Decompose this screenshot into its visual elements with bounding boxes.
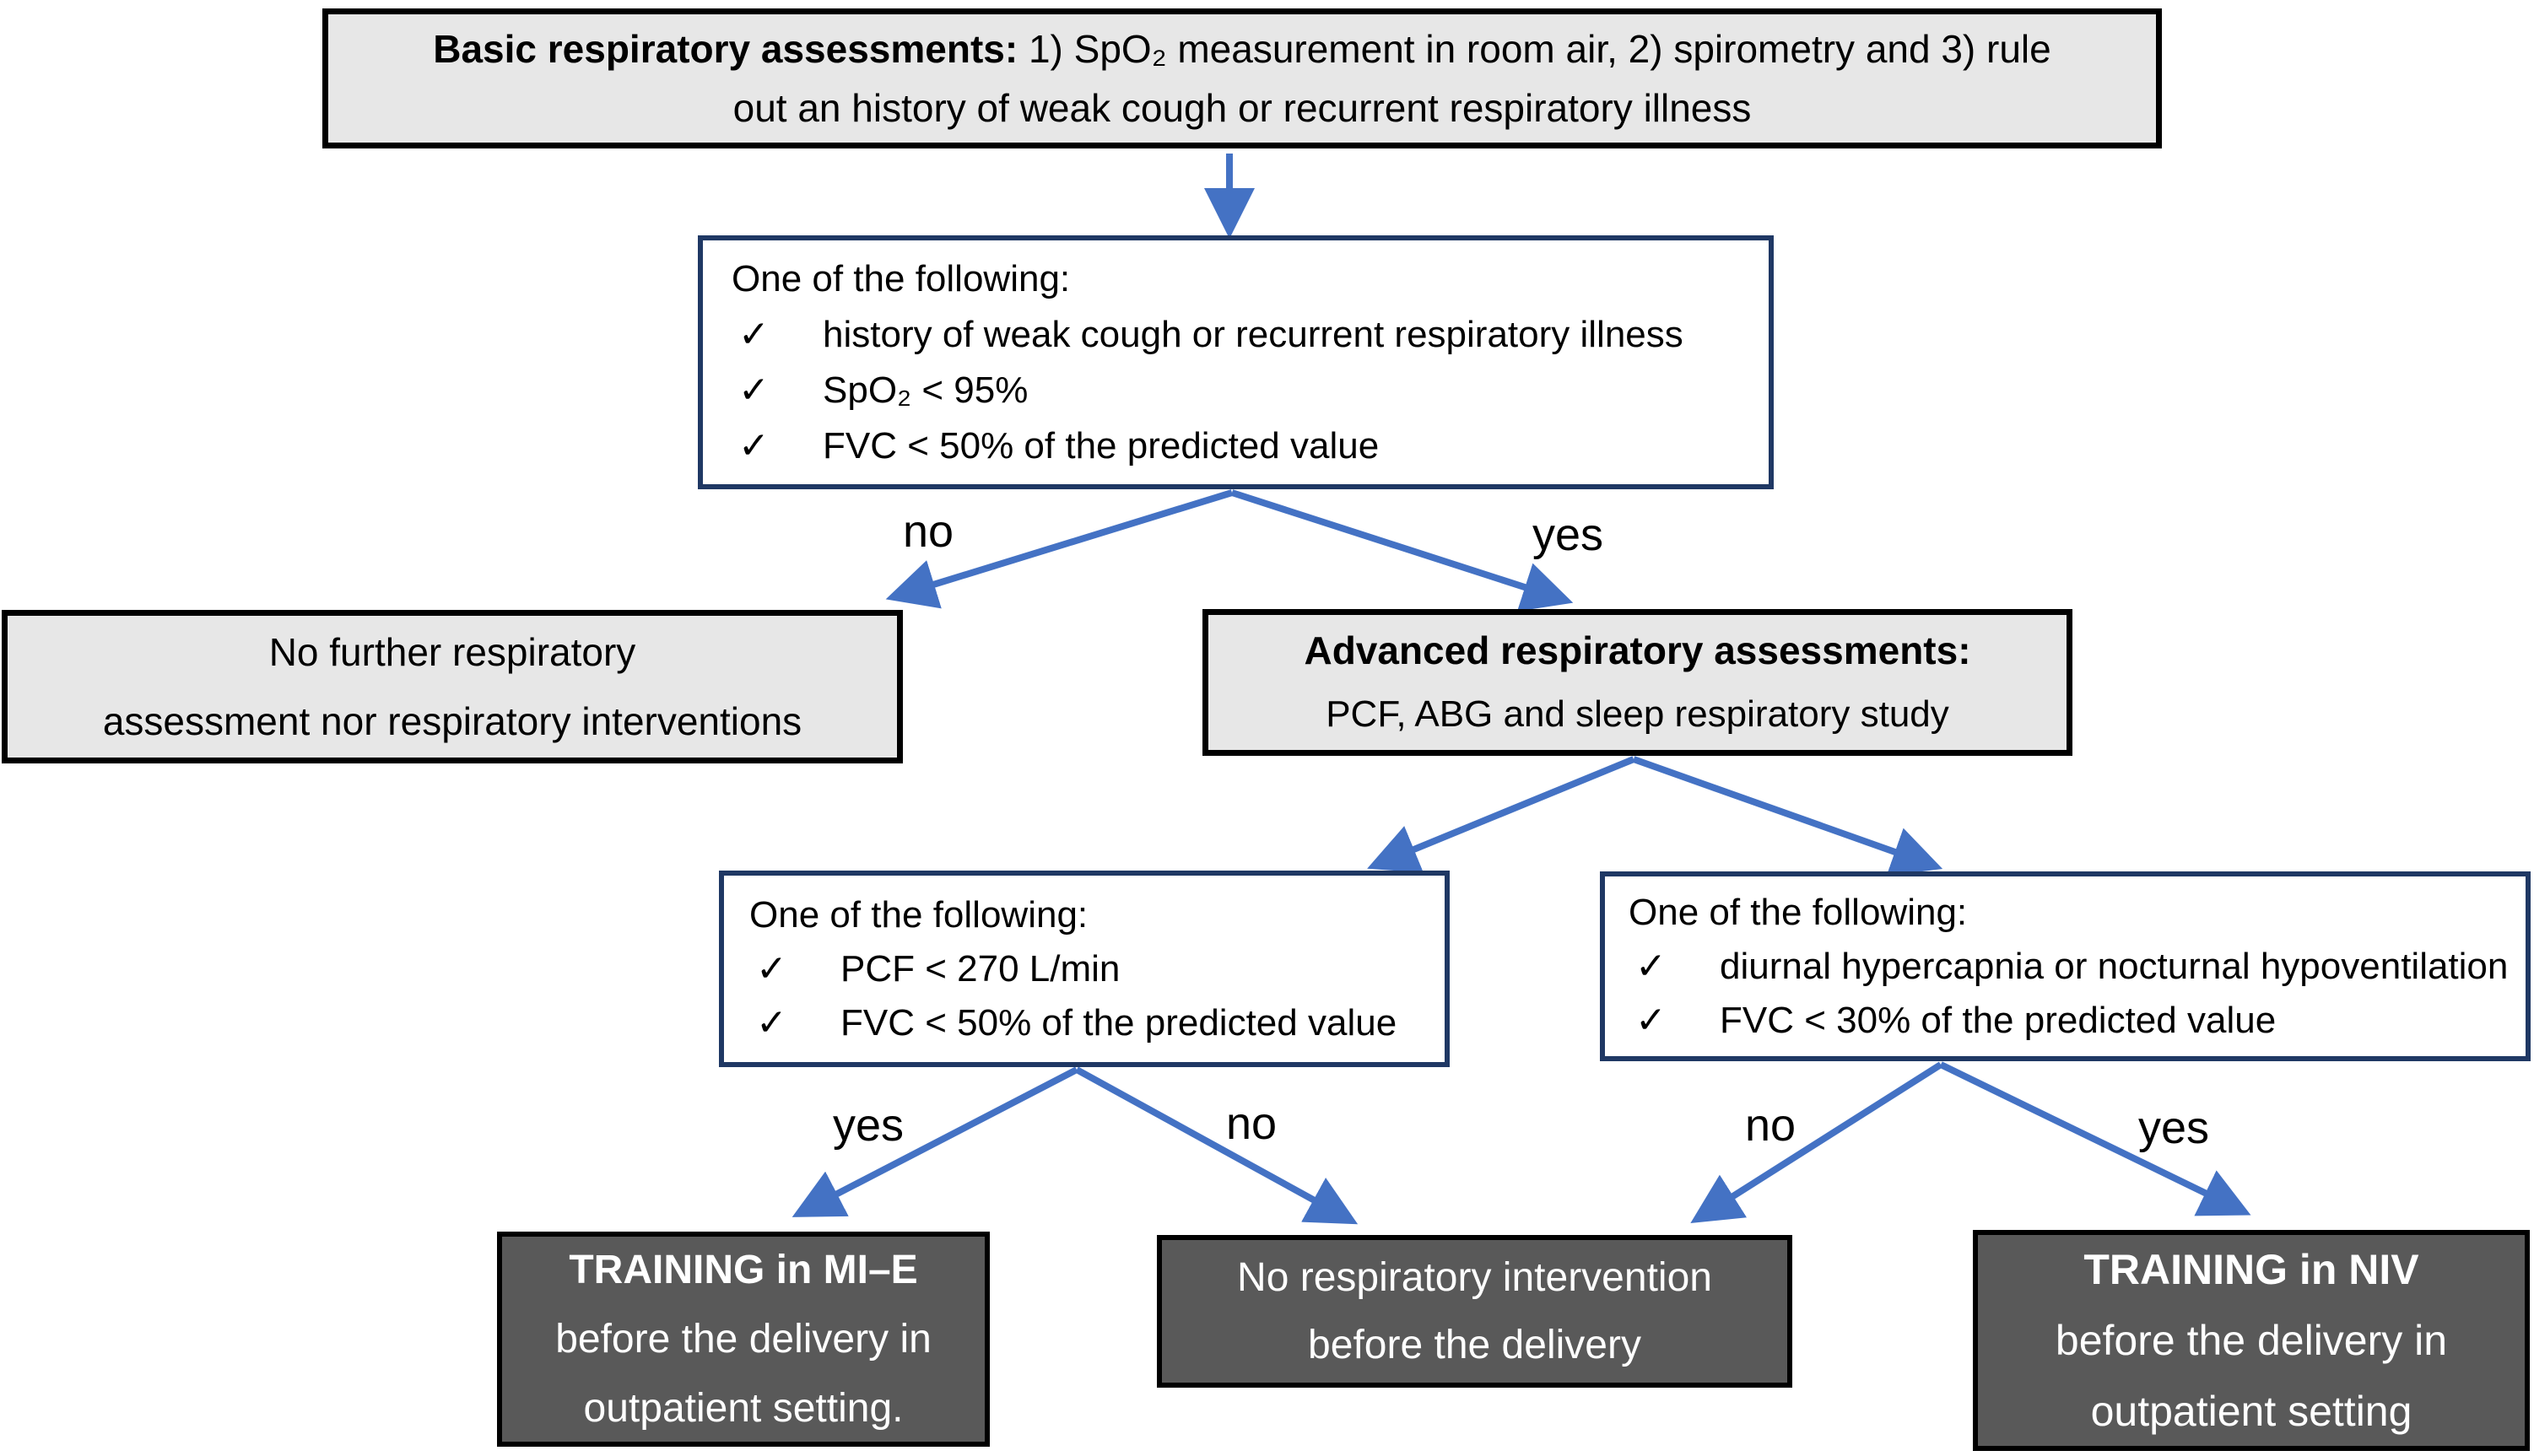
criteria-item: diurnal hypercapnia or nocturnal hypoven… <box>1720 945 2509 987</box>
criteria-intro: One of the following: <box>732 257 1071 299</box>
arrow-advanced-to-mie-criteria <box>1367 756 1635 873</box>
criteria-item: PCF < 270 L/min <box>840 947 1121 990</box>
arrow-mie-criteria-no <box>1075 1066 1359 1225</box>
branch3-no-label: no <box>1744 1100 1796 1151</box>
outcome-none-line2: before the delivery <box>1308 1322 1641 1367</box>
outcome-niv-line1: TRAINING in NIV <box>2083 1246 2419 1293</box>
outcome-niv-line2: before the delivery in <box>2055 1317 2448 1364</box>
outcome-training-niv-box: TRAINING in NIV before the delivery in o… <box>1973 1230 2530 1451</box>
criteria-intro: One of the following: <box>1629 891 1968 933</box>
arrow-advanced-to-niv-criteria <box>1632 756 1943 876</box>
criteria-item: history of weak cough or recurrent respi… <box>823 313 1683 355</box>
branch2-yes-label: yes <box>832 1100 905 1151</box>
checkmark-icon: ✓ <box>756 947 787 990</box>
criteria-row: ✓ PCF < 270 L/min <box>749 942 1445 996</box>
no-further-line1: No further respiratory <box>268 630 636 674</box>
criteria-item: SpO₂ < 95% <box>823 369 1029 411</box>
advanced-assessments-subtitle: PCF, ABG and sleep respiratory study <box>1326 693 1949 735</box>
criteria-intro: One of the following: <box>749 893 1089 936</box>
basic-assessments-line2: out an history of weak cough or recurren… <box>732 86 1752 130</box>
criteria-row: ✓ SpO₂ < 95% <box>732 363 1769 418</box>
screening-criteria-box: One of the following: ✓ history of weak … <box>698 235 1774 489</box>
outcome-none-line1: No respiratory intervention <box>1237 1254 1712 1300</box>
criteria-row: ✓ FVC < 30% of the predicted value <box>1629 994 2526 1048</box>
criteria-row: ✓ history of weak cough or recurrent res… <box>732 307 1769 363</box>
arrow-niv-criteria-yes <box>1939 1061 2251 1216</box>
outcome-mie-line3: outpatient setting. <box>583 1385 904 1431</box>
checkmark-icon: ✓ <box>756 1001 787 1043</box>
checkmark-icon: ✓ <box>738 424 770 466</box>
branch1-yes-label: yes <box>1532 510 1604 560</box>
arrow-screening-no <box>885 489 1234 609</box>
outcome-mie-line1: TRAINING in MI–E <box>569 1247 918 1292</box>
basic-assessments-line1: Basic respiratory assessments: 1) SpO₂ m… <box>328 19 2156 78</box>
arrow-niv-criteria-no <box>1690 1061 1943 1224</box>
outcome-niv-line3: outpatient setting <box>2090 1388 2412 1435</box>
basic-assessments-heading: Basic respiratory assessments: <box>433 27 1018 71</box>
arrow-screening-yes <box>1230 489 1574 612</box>
branch1-no-label: no <box>902 506 954 557</box>
checkmark-icon: ✓ <box>738 369 770 411</box>
checkmark-icon: ✓ <box>738 313 770 355</box>
criteria-row: ✓ FVC < 50% of the predicted value <box>732 418 1769 474</box>
mie-criteria-box: One of the following: ✓ PCF < 270 L/min … <box>719 871 1450 1067</box>
advanced-assessments-heading: Advanced respiratory assessments: <box>1304 628 1971 672</box>
no-further-line2: assessment nor respiratory interventions <box>102 699 802 743</box>
criteria-item: FVC < 50% of the predicted value <box>840 1001 1397 1043</box>
outcome-mie-line2: before the delivery in <box>555 1316 932 1362</box>
arrow-mie-criteria-yes <box>792 1066 1078 1217</box>
basic-assessments-text: 1) SpO₂ measurement in room air, 2) spir… <box>1018 27 2051 71</box>
outcome-training-mie-box: TRAINING in MI–E before the delivery in … <box>497 1232 990 1447</box>
checkmark-icon: ✓ <box>1635 999 1667 1041</box>
criteria-item: FVC < 50% of the predicted value <box>823 424 1380 466</box>
no-further-assessment-box: No further respiratory assessment nor re… <box>2 610 903 763</box>
basic-assessments-box: Basic respiratory assessments: 1) SpO₂ m… <box>322 8 2162 148</box>
criteria-row: ✓ diurnal hypercapnia or nocturnal hypov… <box>1629 940 2526 994</box>
criteria-row: ✓ FVC < 50% of the predicted value <box>749 996 1445 1050</box>
branch2-no-label: no <box>1225 1098 1278 1149</box>
branch3-yes-label: yes <box>2137 1103 2210 1153</box>
criteria-item: FVC < 30% of the predicted value <box>1720 999 2277 1041</box>
outcome-no-intervention-box: No respiratory intervention before the d… <box>1157 1235 1792 1388</box>
advanced-assessments-box: Advanced respiratory assessments: PCF, A… <box>1202 609 2072 756</box>
checkmark-icon: ✓ <box>1635 945 1667 987</box>
niv-criteria-box: One of the following: ✓ diurnal hypercap… <box>1600 871 2531 1061</box>
